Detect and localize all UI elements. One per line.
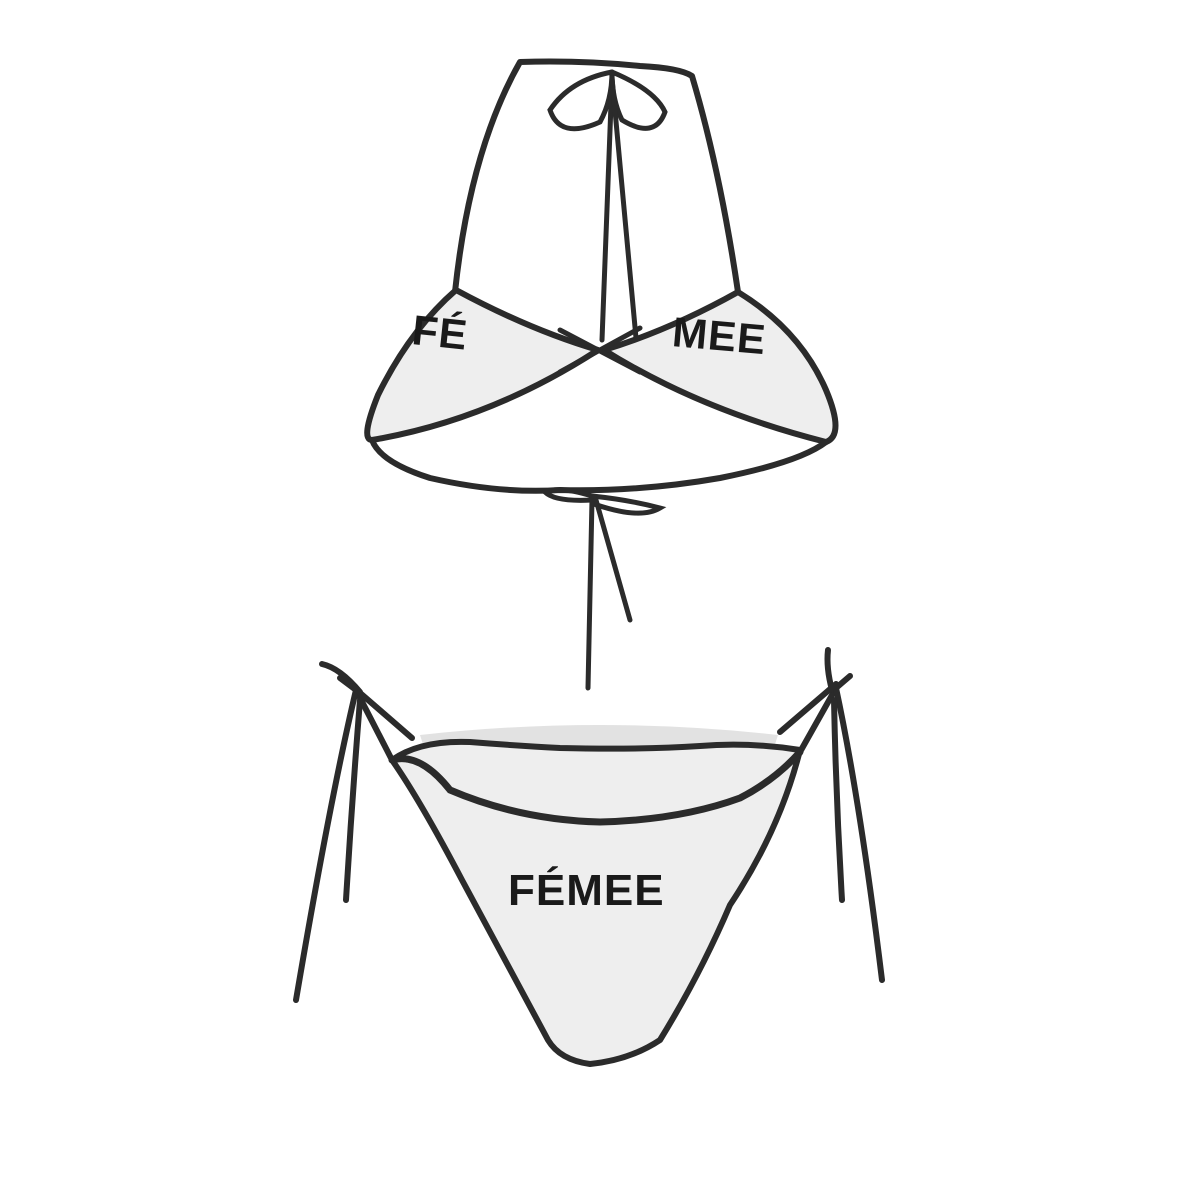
- bottom-waist-trim: [388, 748, 804, 826]
- right-side-tie: [777, 647, 885, 983]
- underbust-band: [369, 437, 829, 494]
- center-tie: [557, 325, 643, 375]
- left-side-tie: [293, 661, 415, 1003]
- right-cup: [601, 289, 839, 445]
- right-cup-text: MEE: [670, 308, 768, 363]
- bikini-bottom: FÉMEE: [293, 647, 885, 1067]
- bottom-front-text: FÉMEE: [508, 865, 665, 915]
- left-cup: [364, 287, 601, 443]
- bottom-front-panel: [389, 738, 803, 1067]
- back-tie-bow: [540, 487, 667, 691]
- left-cup-text: FÉ: [410, 306, 470, 359]
- bikini-top: FÉ MEE: [364, 58, 839, 691]
- halter-neck-strap: [452, 58, 741, 293]
- neck-bow: [547, 69, 668, 343]
